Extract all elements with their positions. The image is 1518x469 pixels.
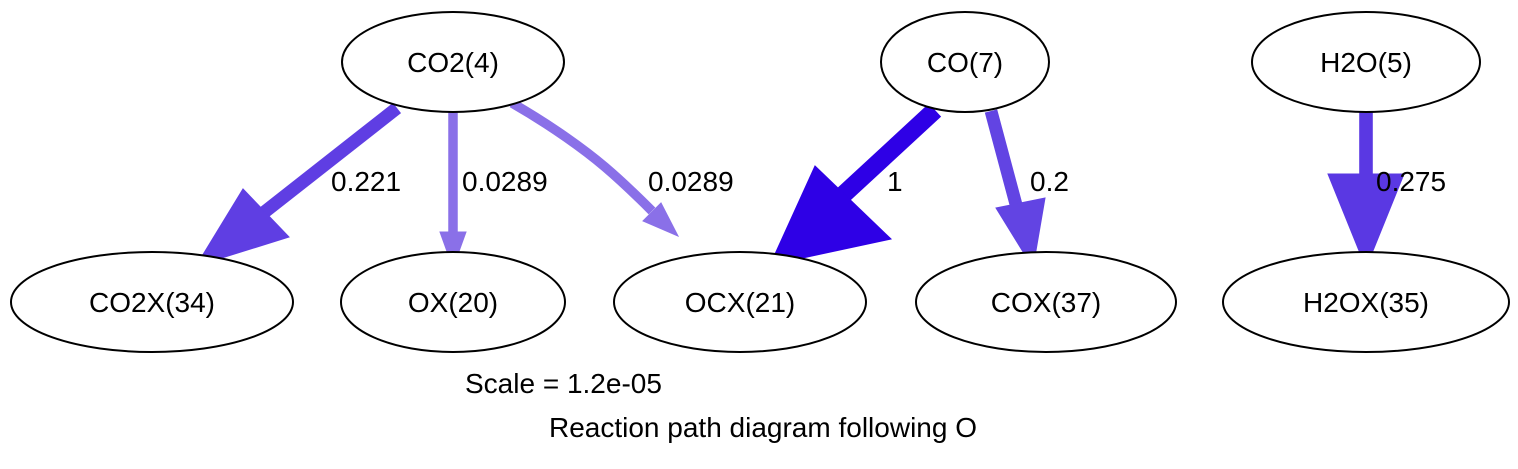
edge-co2-to-co2x: 0.221 <box>194 102 402 267</box>
node-label: CO(7) <box>927 47 1003 78</box>
edge-co-to-cox: 0.2 <box>984 109 1069 270</box>
node-co2: CO2(4) <box>341 11 565 113</box>
node-ocx: OCX(21) <box>613 251 867 353</box>
edge-line <box>257 102 402 220</box>
edge-label: 0.0289 <box>462 166 548 197</box>
node-label: H2OX(35) <box>1303 287 1429 318</box>
edge-arrowhead <box>194 188 290 267</box>
edge-line <box>509 98 656 215</box>
node-label: CO2X(34) <box>89 287 215 318</box>
node-ox: OX(20) <box>340 251 566 353</box>
edge-arrowhead <box>642 202 680 238</box>
node-label: H2O(5) <box>1320 47 1412 78</box>
edge-co2-to-ox: 0.0289 <box>439 112 548 270</box>
edge-label: 1 <box>887 166 903 197</box>
edge-label: 0.0289 <box>648 166 734 197</box>
edge-label: 0.2 <box>1030 166 1069 197</box>
edge-label: 0.275 <box>1376 166 1446 197</box>
edge-co2-to-ocx: 0.0289 <box>509 98 734 238</box>
node-co: CO(7) <box>880 11 1050 113</box>
scale-caption: Scale = 1.2e-05 <box>465 368 662 399</box>
edge-arrowhead <box>769 165 893 266</box>
edge-h2o-to-h2ox: 0.275 <box>1327 111 1446 270</box>
edge-arrowhead <box>1327 173 1405 270</box>
edge-line <box>984 109 1025 214</box>
node-h2ox: H2OX(35) <box>1222 251 1510 353</box>
edge-label: 0.221 <box>331 166 401 197</box>
diagram-title: Reaction path diagram following O <box>549 412 977 443</box>
edge-arrowhead <box>995 197 1046 270</box>
node-label: CO2(4) <box>407 47 499 78</box>
node-label: OCX(21) <box>685 287 795 318</box>
node-label: COX(37) <box>991 287 1101 318</box>
node-co2x: CO2X(34) <box>10 251 294 353</box>
edge-co-to-ocx: 1 <box>769 103 942 266</box>
edge-arrowhead <box>439 231 467 270</box>
node-label: OX(20) <box>408 287 498 318</box>
node-h2o: H2O(5) <box>1251 11 1481 113</box>
node-cox: COX(37) <box>915 251 1177 353</box>
edge-line <box>836 103 942 202</box>
